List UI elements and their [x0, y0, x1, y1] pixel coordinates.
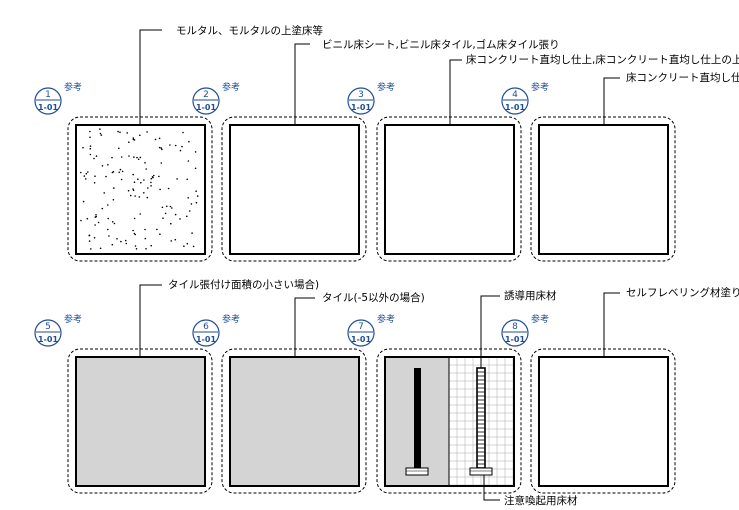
panel-2-tag-circle	[192, 87, 220, 115]
panel-1-tag: 1 1-01 参考	[34, 81, 82, 115]
panel-7-label: 誘導用床材	[504, 289, 557, 302]
panel-5-tag-ref-code: 1-01	[38, 335, 58, 344]
panel-6-leader-line	[294, 297, 315, 357]
panel-2-tag: 2 1-01 参考	[192, 81, 240, 115]
panel-3-tag-ref-code: 1-01	[351, 103, 371, 112]
panel-7-solid-bar	[414, 368, 421, 468]
panel-5-ref-word: 参考	[64, 313, 82, 325]
panel-4-tag: 4 1-01 参考	[501, 81, 549, 115]
panel-3-tag-circle	[347, 87, 375, 115]
panel-3-tag: 3 1-01 参考	[347, 81, 395, 115]
panel-1-tag-number: 1	[45, 90, 51, 100]
panel-7-hatch-bar	[476, 367, 486, 469]
panel-6-tag-ref-code: 1-01	[196, 335, 216, 344]
panel-8-swatch	[538, 356, 669, 487]
panel-8-leader-line	[603, 292, 620, 357]
panel-1-label: モルタル、モルタルの上塗床等	[176, 24, 323, 37]
panel-6-ref-word: 参考	[222, 313, 240, 325]
panel-6: タイル(-5以外の場合) 6 1-01 参考	[192, 291, 425, 494]
panel-5-tag: 5 1-01 参考	[34, 313, 82, 347]
panel-2-tag-number: 2	[203, 90, 209, 100]
panel-7-tag-ref-code: 1-01	[351, 335, 371, 344]
panel-8-dashed-frame	[530, 348, 676, 494]
panel-2-leader-line	[294, 43, 310, 125]
panel-6-tag: 6 1-01 参考	[192, 313, 240, 347]
panel-5-leader-line	[139, 284, 162, 357]
panel-4-dashed-frame	[530, 116, 676, 262]
panel-2-dashed-frame	[221, 116, 367, 262]
panel-8-tag: 8 1-01 参考	[501, 313, 549, 347]
panel-7-dashed-frame	[376, 348, 522, 494]
panel-7-leader-line	[480, 295, 500, 368]
panel-5-tag-number: 5	[45, 322, 51, 332]
panel-7-swatch	[384, 356, 515, 487]
panel-7-tag: 7 1-01 参考	[347, 313, 395, 347]
panel-4-tag-ref-code: 1-01	[505, 103, 525, 112]
panel-8-tag-number: 8	[512, 322, 518, 332]
panel-7: 誘導用床材 注意喚起用床材 7 1-01 参考	[347, 289, 578, 507]
panel-4-swatch	[538, 124, 669, 255]
panel-2-swatch	[229, 124, 360, 255]
panel-3-leader-line	[449, 59, 462, 125]
panel-3-dashed-frame	[376, 116, 522, 262]
panel-3-ref-word: 参考	[377, 81, 395, 93]
panel-3-tag-number: 3	[358, 90, 364, 100]
panel-1-swatch	[75, 124, 206, 255]
panel-7-hatch-lines	[477, 371, 485, 465]
panel-4-tag-number: 4	[512, 90, 518, 100]
panel-7-leader-line-2	[483, 475, 500, 501]
panel-1-dot-pattern	[80, 128, 199, 250]
panel-7-ref-word: 参考	[377, 313, 395, 325]
panel-2-tag-ref-code: 1-01	[196, 103, 216, 112]
panel-3-label: 床コンクリート直均し仕上,床コンクリート直均し仕上の上塗	[466, 53, 739, 66]
panel-4-ref-word: 参考	[531, 81, 549, 93]
panel-6-dashed-frame	[221, 348, 367, 494]
panel-5: タイル張付け面積の小さい場合) 5 1-01 参考	[34, 278, 319, 494]
panel-5-label: タイル張付け面積の小さい場合)	[168, 278, 319, 291]
panel-8-tag-ref-code: 1-01	[505, 335, 525, 344]
panel-2-label: ビニル床シート,ビニル床タイル,ゴム床タイル張り	[322, 38, 560, 51]
panel-8-label: セルフレベリング材塗り	[626, 286, 739, 299]
panel-7-label-2: 注意喚起用床材	[504, 494, 578, 507]
panel-7-tag-number: 7	[358, 322, 364, 332]
panel-7-hatch-bar-base	[469, 467, 493, 476]
panel-1-tag-ref-code: 1-01	[38, 103, 58, 112]
panel-8-tag-circle	[501, 319, 529, 347]
panel-6-swatch	[229, 356, 360, 487]
panel-7-tag-circle	[347, 319, 375, 347]
panel-1-tag-circle	[34, 87, 62, 115]
panel-4-leader-line	[603, 77, 620, 125]
panel-1-leader-line	[139, 29, 162, 125]
panel-3: 床コンクリート直均し仕上,床コンクリート直均し仕上の上塗 3 1-01 参考	[347, 53, 739, 262]
panel-7-solid-bar-base	[405, 467, 429, 476]
panel-4-tag-circle	[501, 87, 529, 115]
panel-3-swatch	[384, 124, 515, 255]
panel-6-label: タイル(-5以外の場合)	[322, 291, 425, 304]
panel-4: 床コンクリート直均し仕上の上塗 4 1-01 参考	[501, 71, 739, 262]
panel-6-tag-number: 6	[203, 322, 209, 332]
panel-5-tag-circle	[34, 319, 62, 347]
panel-1-ref-word: 参考	[64, 81, 82, 93]
panel-4-label: 床コンクリート直均し仕上の上塗	[626, 71, 739, 84]
panel-6-tag-circle	[192, 319, 220, 347]
panel-2-ref-word: 参考	[222, 81, 240, 93]
panel-8: セルフレベリング材塗り 8 1-01 参考	[501, 286, 739, 494]
panel-8-ref-word: 参考	[531, 313, 549, 325]
panel-1: モルタル、モルタルの上塗床等 1 1-01 参考	[34, 24, 323, 262]
panel-5-swatch	[75, 356, 206, 487]
panel-2: ビニル床シート,ビニル床タイル,ゴム床タイル張り 2 1-01 参考	[192, 38, 560, 262]
